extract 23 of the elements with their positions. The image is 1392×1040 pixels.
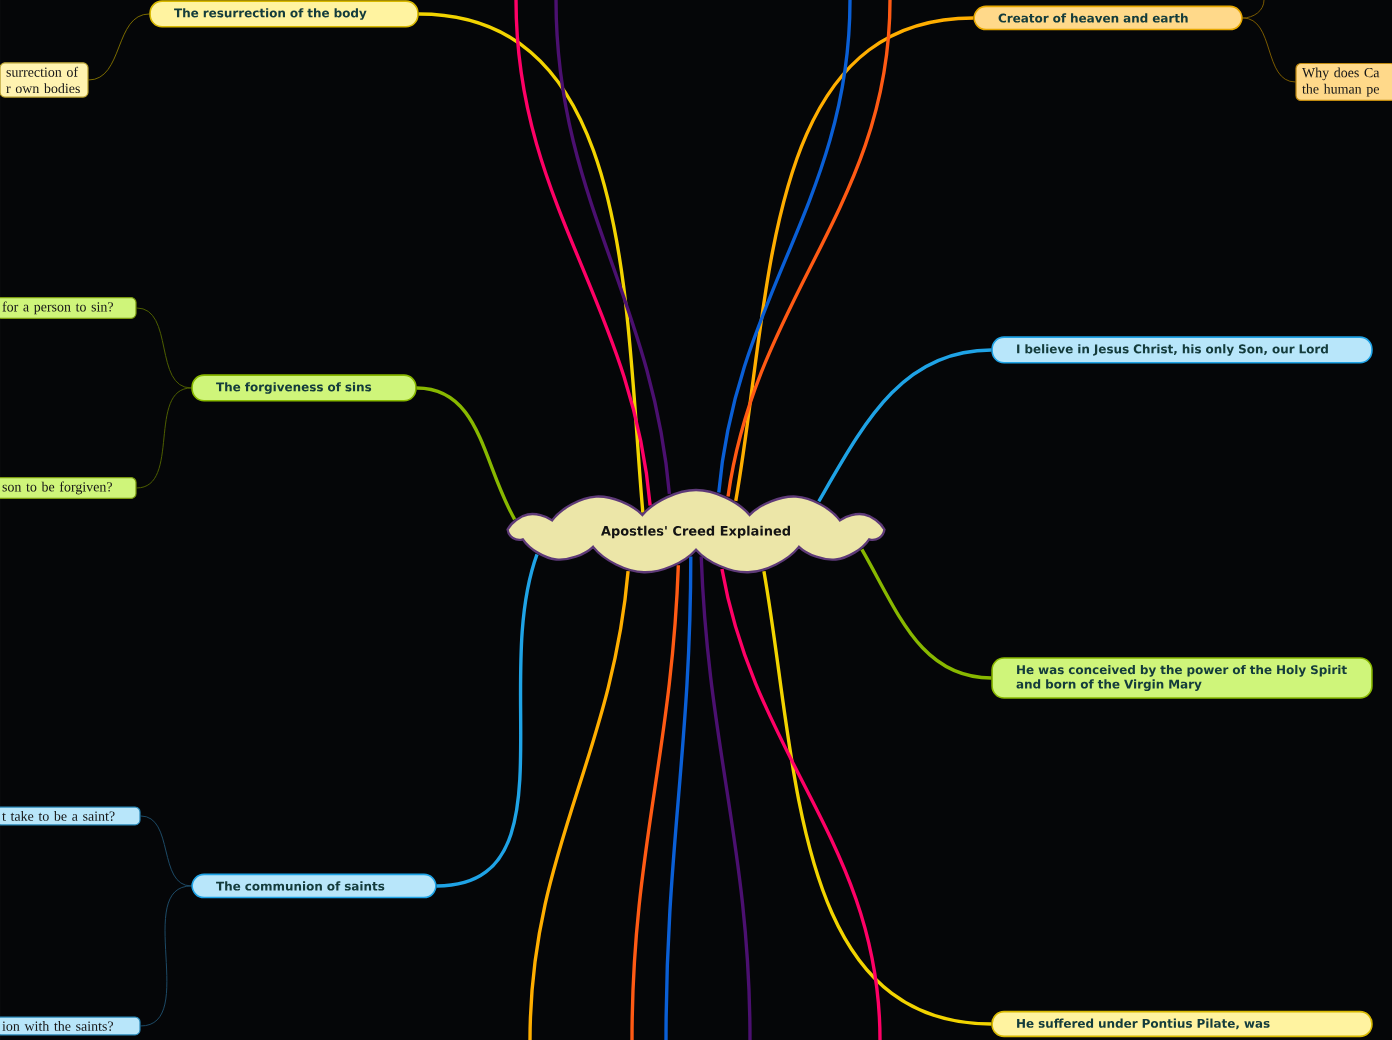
branch-line — [1242, 0, 1265, 19]
branch-line — [630, 565, 681, 1040]
branch-line — [418, 12, 645, 513]
branch-line — [762, 570, 992, 1026]
branch-line — [140, 885, 192, 1027]
branch-line — [136, 307, 192, 389]
branch-line — [726, 0, 892, 497]
branch-line — [664, 556, 693, 1040]
branch-line — [734, 16, 974, 502]
branch-line — [436, 553, 539, 888]
branch-line — [860, 548, 992, 680]
branch-line — [88, 13, 150, 81]
branch-line — [136, 387, 192, 489]
branch-line — [817, 348, 992, 503]
branch-line — [699, 556, 752, 1040]
branch-line — [717, 0, 852, 493]
branch-line — [528, 570, 630, 1040]
branch-line — [140, 815, 192, 887]
branch-line — [720, 568, 882, 1040]
branch-line — [1242, 17, 1296, 83]
branch-line — [554, 0, 672, 495]
branch-line — [514, 0, 652, 506]
branch-line — [416, 386, 517, 521]
